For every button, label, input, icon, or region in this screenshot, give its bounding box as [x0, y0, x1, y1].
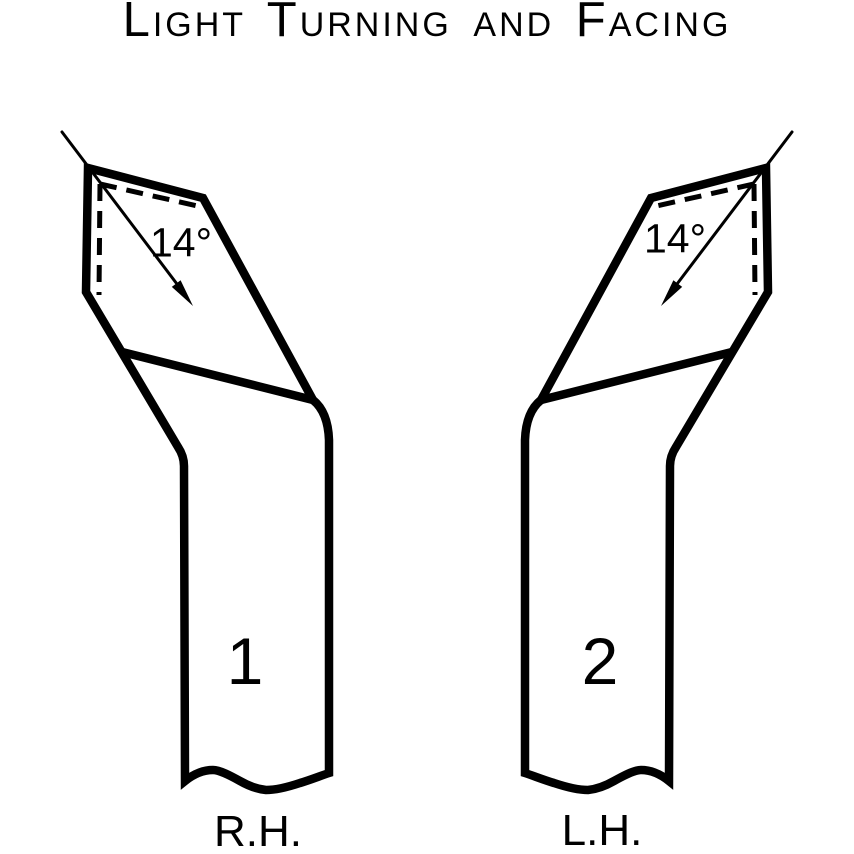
lh-angle-arrowhead [661, 280, 683, 306]
lh-face-divider-edge [536, 347, 737, 405]
lh-side-rake-angle-label: 14° [643, 215, 707, 262]
rh-angle-arrowhead [171, 280, 193, 306]
page-title: Light Turning and Facing [122, 0, 732, 47]
lh-tool-outline [520, 162, 773, 795]
rh-hidden-edge-vertical [96, 183, 103, 296]
rh-side-rake-angle-label: 14° [149, 219, 213, 266]
lh-hidden-edge-diagonal [651, 181, 755, 210]
rh-hand-label: R.H. [214, 807, 302, 854]
rh-hidden-edge-diagonal [99, 181, 203, 210]
lh-tool-number: 2 [581, 624, 619, 698]
right-hand-tool-figure [60, 130, 334, 795]
lh-hidden-edge-vertical [751, 183, 758, 296]
lh-angle-arrow-line [672, 130, 794, 290]
rh-tool-number: 1 [226, 624, 264, 698]
left-hand-tool-figure [520, 130, 794, 795]
rh-angle-arrow-line [60, 130, 182, 290]
lh-hand-label: L.H. [561, 806, 643, 854]
rh-tool-outline [81, 162, 334, 795]
rh-face-divider-edge [117, 347, 318, 405]
